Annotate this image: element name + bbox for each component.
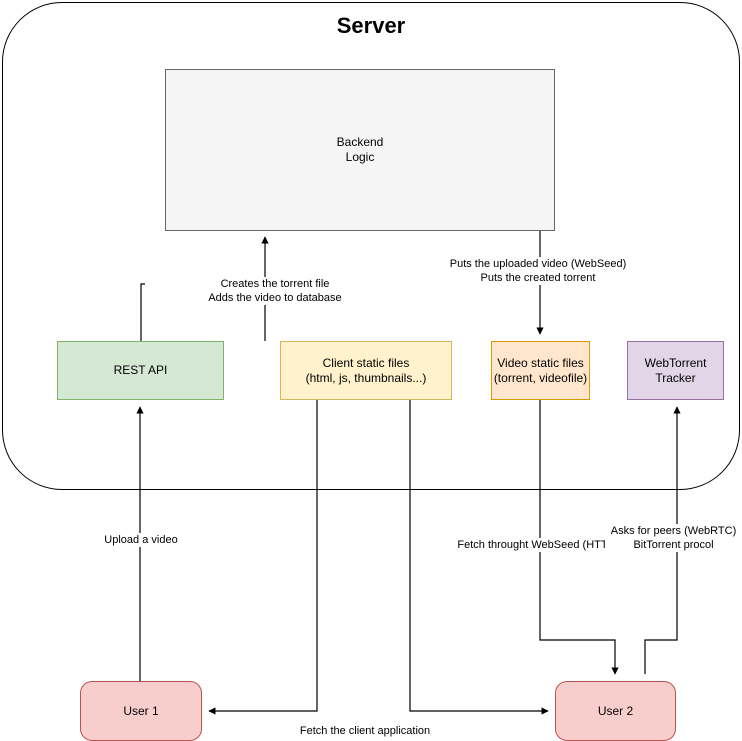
node-rest-api[interactable]: REST API bbox=[57, 341, 224, 400]
edge-label-puts-video: Puts the uploaded video (WebSeed) Puts t… bbox=[410, 257, 666, 285]
edge-label-creates-torrent: Creates the torrent file Adds the video … bbox=[145, 277, 405, 305]
server-title: Server bbox=[336, 13, 406, 38]
node-video-static-files[interactable]: Video static files (torrent, videofile) bbox=[491, 341, 590, 400]
node-backend-logic[interactable]: Backend Logic bbox=[165, 69, 555, 231]
server-boundary bbox=[2, 2, 740, 490]
node-client-static-files[interactable]: Client static files (html, js, thumbnail… bbox=[280, 341, 452, 400]
node-user-1[interactable]: User 1 bbox=[80, 681, 202, 741]
edge-label-asks-peers: Asks for peers (WebRTC) BitTorrent proco… bbox=[605, 524, 742, 552]
node-webtorrent-tracker[interactable]: WebTorrent Tracker bbox=[627, 341, 724, 400]
node-user-2[interactable]: User 2 bbox=[555, 681, 676, 741]
edge-label-upload-video: Upload a video bbox=[75, 533, 207, 547]
edge-label-fetch-client-application: Fetch the client application bbox=[265, 724, 465, 738]
